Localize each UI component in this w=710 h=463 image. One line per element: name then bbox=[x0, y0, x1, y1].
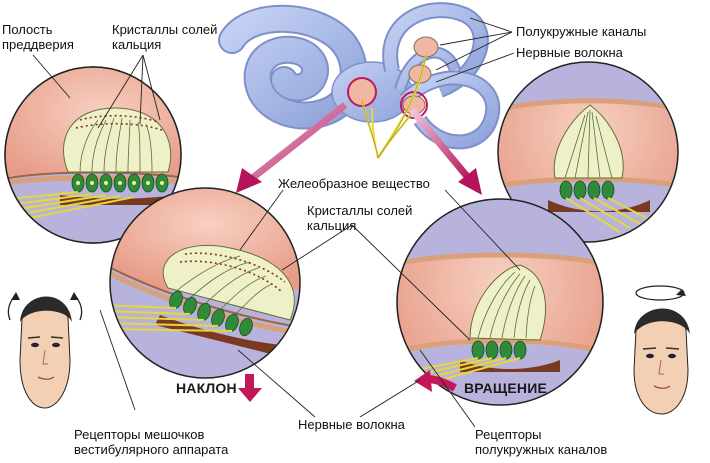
label-rotation: ВРАЩЕНИЕ bbox=[464, 380, 548, 396]
face-tilting bbox=[7, 292, 83, 409]
arrow-right bbox=[409, 107, 482, 195]
label-line: Полость bbox=[2, 22, 53, 37]
label-line: Кристаллы солей bbox=[112, 22, 218, 37]
label-semicircular-canals: Полукружные каналы bbox=[516, 24, 647, 39]
label-calcium-crystals-mid: Кристаллы солей кальция bbox=[307, 203, 412, 233]
tilt-arrow bbox=[238, 374, 262, 402]
label-line: кальция bbox=[307, 218, 357, 233]
label-line: Рецепторы мешочков bbox=[74, 427, 205, 442]
label-tilt: НАКЛОН bbox=[176, 380, 237, 396]
label-gelatinous-substance: Желеобразное вещество bbox=[278, 176, 430, 191]
label-line: Рецепторы bbox=[475, 427, 542, 442]
label-nerve-fibers-bottom: Нервные волокна bbox=[298, 417, 405, 432]
saccule-circle-upright bbox=[4, 66, 182, 244]
rotation-arrow bbox=[414, 370, 457, 392]
label-line: кальция bbox=[112, 37, 162, 52]
label-canal-receptors: Рецепторы полукружных каналов bbox=[475, 427, 607, 457]
label-line: Кристаллы солей bbox=[307, 203, 413, 218]
label-calcium-crystals-top: Кристаллы солей кальция bbox=[112, 22, 217, 52]
arrow-left bbox=[236, 102, 348, 193]
label-line: вестибулярного аппарата bbox=[74, 442, 229, 457]
label-nerve-fibers-top: Нервные волокна bbox=[516, 45, 623, 60]
face-rotating bbox=[633, 285, 690, 415]
label-line: преддверия bbox=[2, 37, 74, 52]
label-line: полукружных каналов bbox=[475, 442, 608, 457]
leader-lines bbox=[32, 17, 521, 428]
label-saccule-receptors: Рецепторы мешочков вестибулярного аппара… bbox=[74, 427, 228, 457]
inner-ear-labyrinth bbox=[218, 2, 501, 159]
canal-circle-rotating bbox=[396, 198, 604, 406]
label-vestibule-cavity: Полость преддверия bbox=[2, 22, 74, 52]
